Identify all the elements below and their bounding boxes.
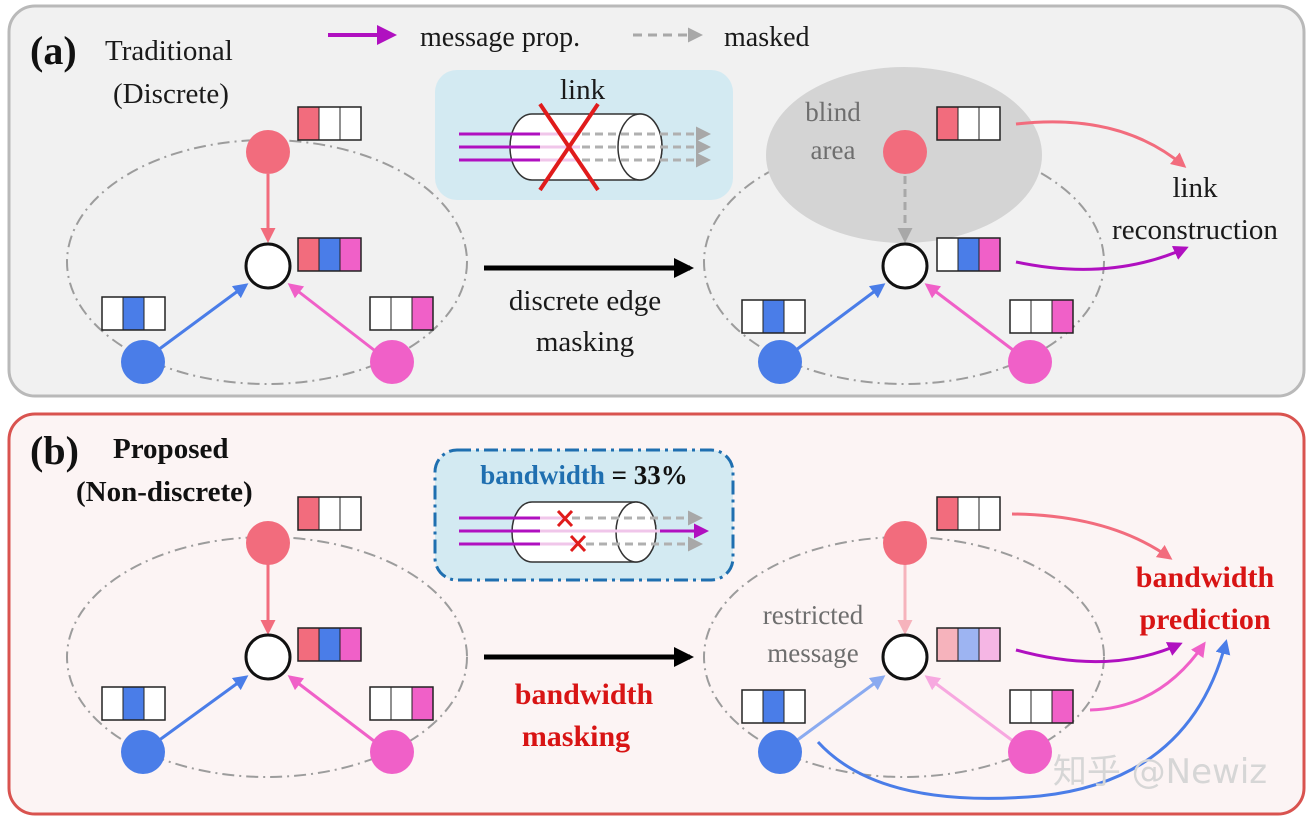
feature-vector-blue (741, 689, 806, 724)
node-red (883, 130, 927, 174)
edge-pink (287, 675, 375, 743)
result-label-a-line1: link (1172, 172, 1218, 204)
legend: message prop. masked (328, 22, 810, 53)
node-blue (758, 340, 802, 384)
feature-vector-red (297, 496, 362, 531)
legend-masked-label: masked (724, 22, 810, 53)
panel-a-inset: link (435, 70, 733, 200)
cross-mark-icon (556, 509, 574, 528)
node-red (246, 130, 290, 174)
feature-vector-center-restricted (936, 627, 1001, 662)
panel-a-subtitle: (Discrete) (113, 78, 229, 110)
feature-vector-center (936, 237, 1001, 272)
panel-b: (b) Proposed (Non-discrete) (7, 412, 1306, 816)
node-pink (1008, 730, 1052, 774)
edge-blue (795, 283, 886, 352)
node-center (244, 633, 292, 681)
feature-vector-pink (1009, 689, 1074, 724)
feature-vector-blue (741, 299, 806, 334)
reconstruction-arrow-purple (1015, 246, 1189, 271)
feature-vector-pink (369, 296, 434, 331)
result-label-b-line2: prediction (1139, 603, 1270, 636)
feature-vector-red (936, 496, 1001, 531)
panel-b-right-graph: restricted message (703, 496, 1275, 800)
graph-boundary (66, 536, 468, 778)
panel-a-right-graph: blind area (703, 67, 1278, 385)
inset-bandwidth-label: bandwidth = 33% (480, 460, 687, 490)
node-pink (1008, 340, 1052, 384)
edge-blue (157, 283, 249, 352)
result-label-a-line2: reconstruction (1112, 214, 1278, 246)
node-red (883, 521, 927, 565)
legend-message-label: message prop. (420, 22, 580, 53)
panel-b-title: Proposed (113, 433, 228, 465)
edge-pink (287, 283, 375, 352)
panel-a: (a) Traditional (Discrete) message prop.… (7, 4, 1306, 398)
feature-vector-blue (101, 686, 166, 721)
transform-label-b-line2: masking (522, 720, 630, 753)
watermark: 知乎 @Newiz (1053, 752, 1267, 792)
result-label-b-line1: bandwidth (1136, 561, 1275, 594)
blind-area-label-line2: area (811, 135, 856, 165)
transform-label-a-line2: masking (536, 326, 634, 358)
panel-b-left-graph (66, 496, 468, 778)
graph-boundary (703, 536, 1105, 778)
reconstruction-arrow-red (1015, 120, 1187, 168)
edge-blue-restricted (795, 675, 886, 743)
panel-b-label: (b) (30, 428, 79, 473)
cross-mark-icon (569, 534, 587, 553)
cross-mark-icon (538, 102, 600, 192)
panel-b-subtitle: (Non-discrete) (76, 476, 253, 508)
inset-link-label: link (560, 74, 606, 106)
feature-vector-pink (1009, 299, 1074, 334)
panel-a-title: Traditional (105, 35, 233, 67)
prediction-arrow-purple (1015, 642, 1183, 664)
edge-blue (157, 675, 249, 743)
feature-vector-center (297, 627, 362, 662)
prediction-arrow-pink (1089, 641, 1206, 712)
node-center (244, 242, 292, 290)
node-pink (370, 730, 414, 774)
feature-vector-center (297, 237, 362, 272)
restricted-label-line1: restricted (763, 600, 864, 630)
node-red (246, 521, 290, 565)
panel-a-left-graph (66, 106, 468, 385)
node-blue (121, 340, 165, 384)
node-blue (121, 730, 165, 774)
feature-vector-pink (369, 686, 434, 721)
panel-a-label: (a) (30, 28, 77, 73)
node-pink (370, 340, 414, 384)
node-blue (758, 730, 802, 774)
feature-vector-blue (101, 296, 166, 331)
transform-label-a-line1: discrete edge (509, 285, 661, 317)
feature-vector-red (936, 106, 1001, 141)
prediction-arrow-red (1011, 512, 1173, 560)
prediction-arrow-blue (816, 639, 1231, 800)
restricted-label-line2: message (767, 638, 858, 668)
feature-vector-red (297, 106, 362, 141)
transform-label-b-line1: bandwidth (515, 678, 654, 711)
node-center (881, 242, 929, 290)
link-cylinder (459, 113, 711, 181)
node-center (881, 633, 929, 681)
edge-pink (924, 283, 1014, 352)
panel-b-inset: bandwidth = 33% (433, 448, 735, 582)
bandwidth-cylinder (459, 501, 709, 563)
edge-pink-restricted (924, 675, 1014, 743)
blind-area-label-line1: blind (805, 97, 861, 127)
